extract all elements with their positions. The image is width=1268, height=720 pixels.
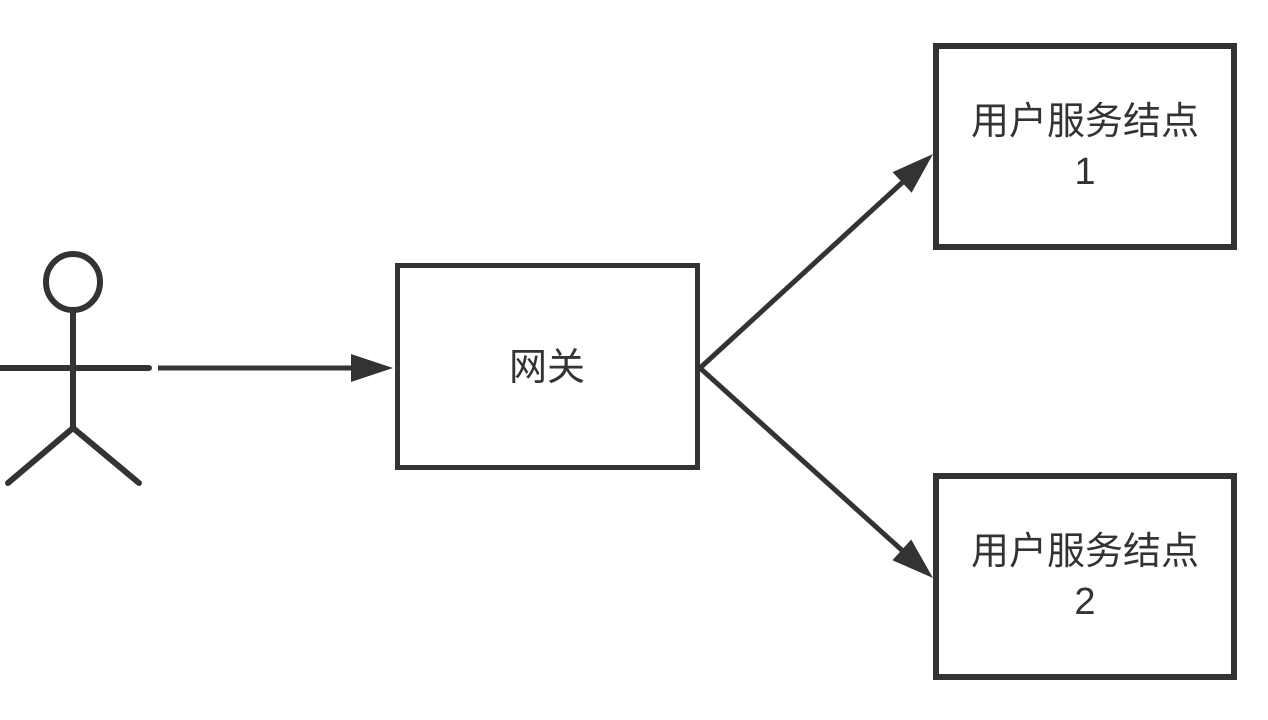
service-node-2-label-line1: 用户服务结点 [971,531,1199,573]
actor-leg-left [5,425,76,486]
service-node-1: 用户服务结点 1 [933,43,1237,250]
service-node-2-label-line2: 2 [1074,581,1095,623]
user-actor [0,251,152,486]
service-node-1-label-line1: 用户服务结点 [971,101,1199,143]
actor-leg-right [70,425,142,486]
gateway-node-box [395,263,700,470]
edge-line [698,366,907,555]
edge-gateway-to-service1 [698,154,933,370]
arrowhead-icon [892,539,933,578]
arrowhead-icon [892,154,933,193]
service-node-1-box [933,43,1237,250]
gateway-node-label: 网关 [509,347,585,389]
edge-line [698,178,907,370]
arrowhead-icon [351,354,393,382]
edge-user-to-gateway [158,354,393,382]
service-node-1-label-line2: 1 [1074,151,1095,193]
service-node-2: 用户服务结点 2 [933,473,1237,680]
gateway-node: 网关 [395,263,700,470]
edge-gateway-to-service2 [698,366,933,578]
actor-head-icon [43,251,103,313]
service-node-2-box [933,473,1237,680]
